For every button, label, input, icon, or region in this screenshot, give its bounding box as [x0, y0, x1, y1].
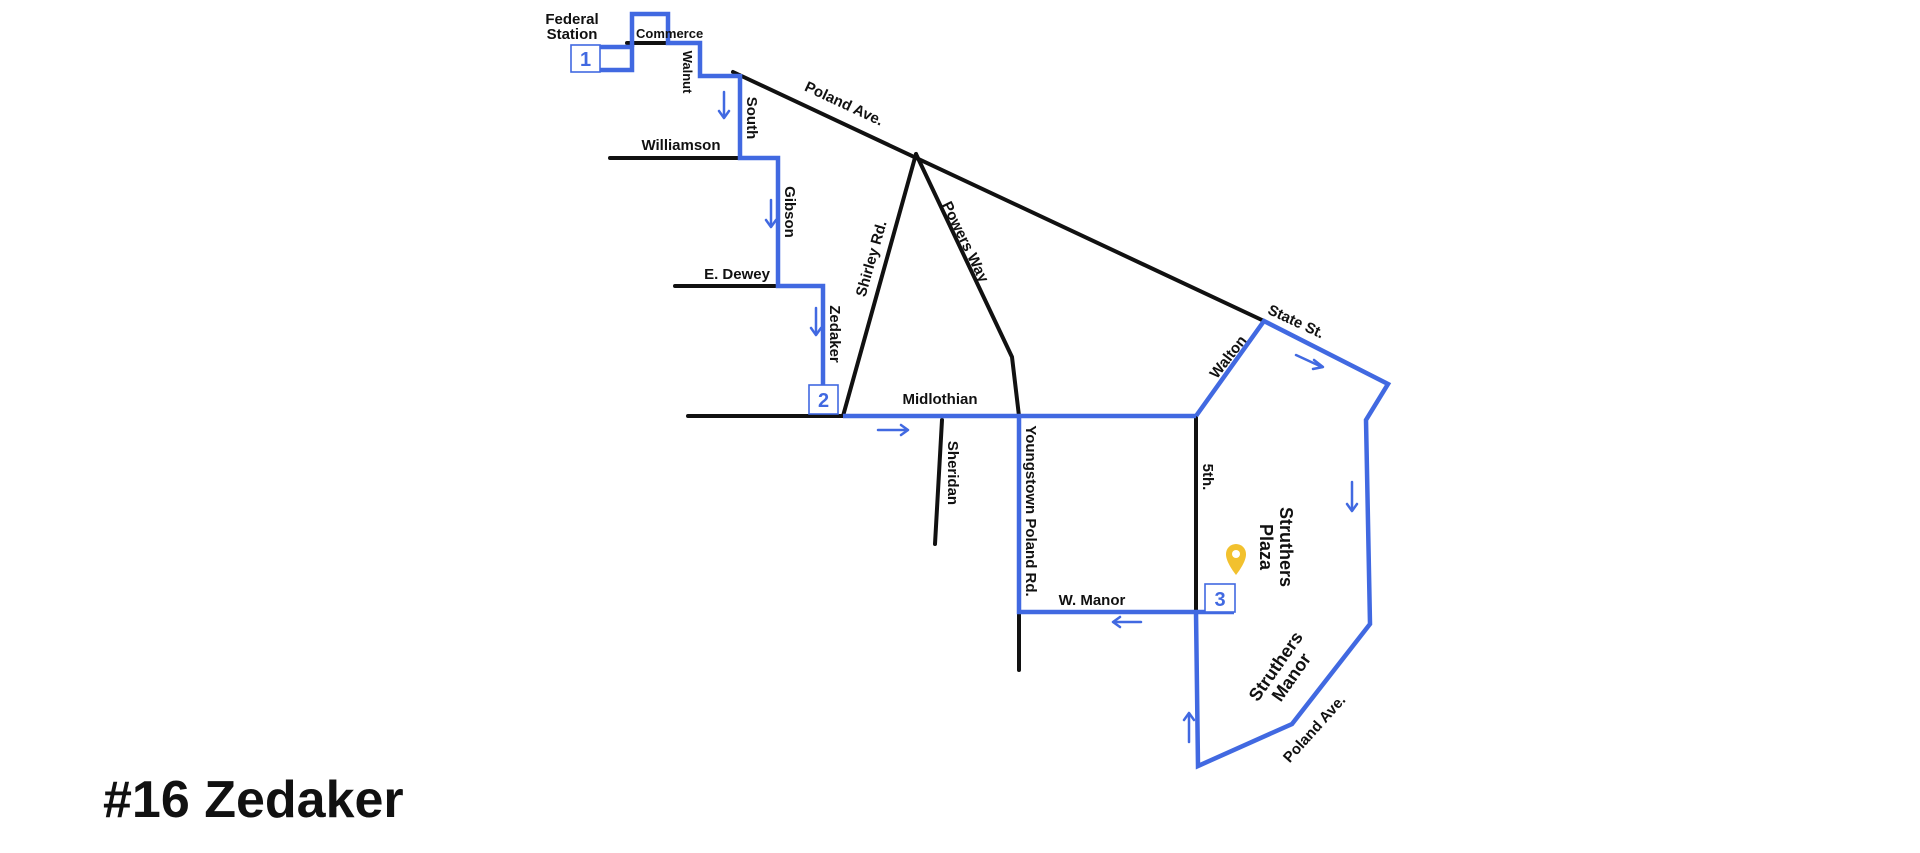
street-label-south: South — [743, 97, 760, 140]
arrow-icon — [1182, 711, 1196, 744]
route-walton-state-st — [1193, 318, 1392, 770]
route-title: #16 Zedaker — [103, 771, 404, 829]
street-label-gibson: Gibson — [781, 186, 798, 238]
svg-text:Struthers: Struthers — [1276, 507, 1296, 587]
stop-number: 1 — [580, 49, 591, 71]
street-label-poland-ave-south: Poland Ave. — [1280, 692, 1349, 766]
street-label-fifth: 5th. — [1199, 464, 1216, 491]
arrow-icon — [809, 306, 823, 337]
street-label-walnut: Walnut — [680, 51, 695, 95]
route-youngstown-poland-w-manor — [1016, 416, 1234, 615]
direction-arrows — [717, 90, 1359, 744]
arrow-icon — [717, 90, 731, 120]
street-label-walton: Walton — [1207, 333, 1251, 382]
route-line-layer — [600, 11, 1392, 770]
svg-text:Plaza: Plaza — [1256, 524, 1276, 571]
stop-number: 2 — [818, 390, 829, 412]
struthers-plaza-label: Struthers Plaza — [1256, 507, 1296, 587]
stop-number: 3 — [1214, 589, 1225, 611]
street-label-w-manor: W. Manor — [1059, 592, 1126, 609]
arrow-icon — [1345, 480, 1359, 513]
map-pin-icon[interactable] — [1226, 544, 1246, 575]
street-shirley-rd — [841, 152, 918, 418]
stop-marker-3[interactable]: 3 — [1204, 583, 1236, 613]
street-label-powers-way: Powers Way — [938, 199, 992, 286]
street-sheridan — [933, 418, 944, 546]
route-commerce-walnut — [629, 11, 740, 79]
street-label-williamson: Williamson — [641, 137, 720, 154]
street-label-zedaker: Zedaker — [826, 305, 843, 363]
street-label-sheridan: Sheridan — [944, 441, 961, 505]
streets-layer — [608, 41, 1266, 672]
street-label-midlothian: Midlothian — [903, 391, 978, 408]
street-poland-ave-north — [731, 70, 1266, 323]
stop-marker-1[interactable]: 1 — [570, 44, 601, 73]
route-south-gibson-zedaker — [737, 74, 826, 385]
street-label-commerce: Commerce — [636, 26, 703, 41]
arrow-icon — [1111, 615, 1143, 629]
street-label-youngstown-poland-rd: Youngstown Poland Rd. — [1022, 425, 1039, 596]
arrow-icon — [1294, 353, 1325, 371]
arrow-icon — [876, 423, 910, 437]
federal-station-label: Federal — [545, 11, 598, 28]
stop-marker-2[interactable]: 2 — [808, 384, 839, 415]
street-label-e-dewey: E. Dewey — [704, 266, 771, 283]
street-powers-way — [914, 152, 1021, 418]
route-loop-federal-station — [600, 44, 635, 73]
federal-station-label: Station — [547, 26, 598, 43]
arrow-icon — [764, 198, 778, 229]
